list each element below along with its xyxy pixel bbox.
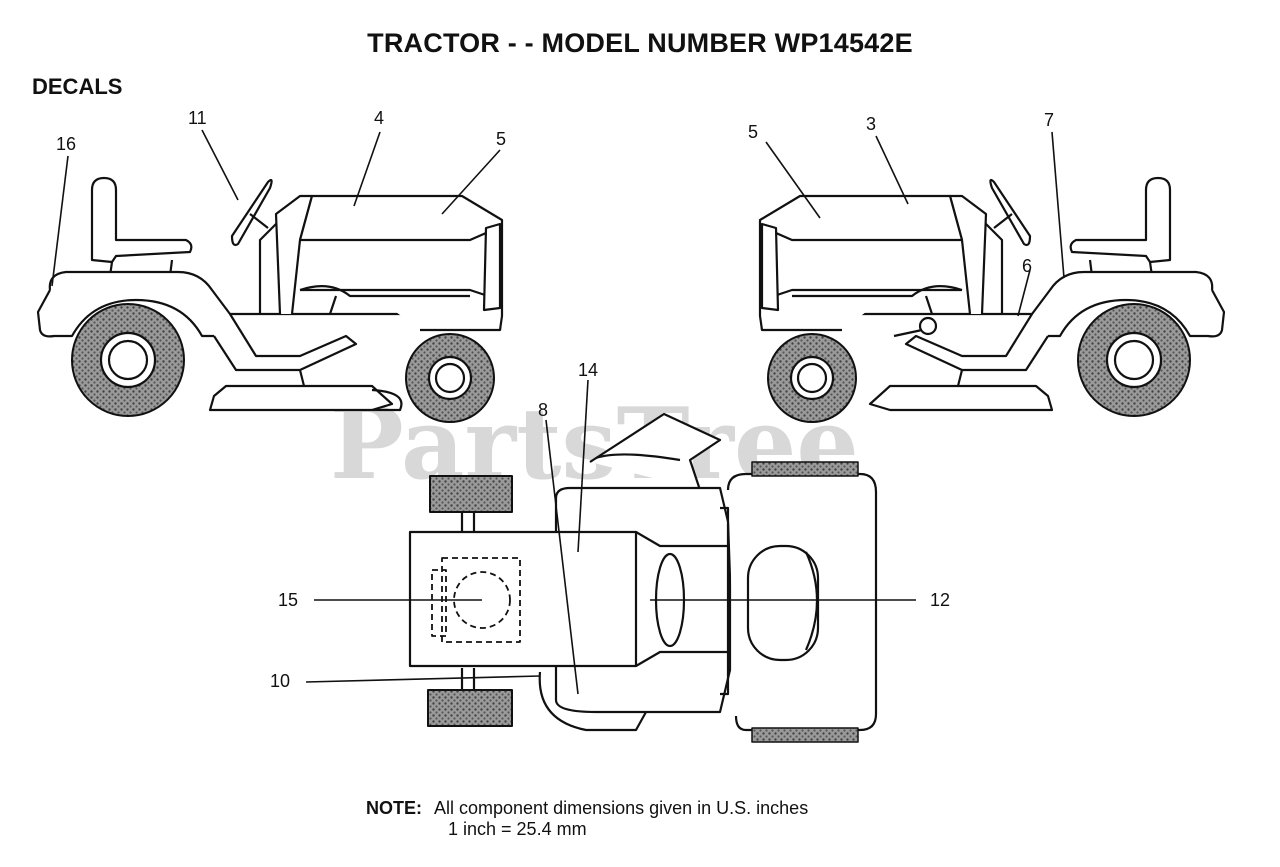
callout-leaders	[51, 129, 1065, 695]
dimension-note: NOTE: All component dimensions given in U…	[366, 798, 808, 840]
callout-7: 7	[1044, 110, 1054, 130]
callout-4: 4	[374, 108, 384, 128]
leader-11	[201, 129, 239, 201]
leader-5-right	[765, 141, 821, 219]
tractor-top-view	[408, 412, 878, 743]
leader-4	[353, 131, 381, 207]
callout-11: 11	[188, 108, 207, 128]
callout-14: 14	[578, 360, 598, 380]
page-title: TRACTOR - - MODEL NUMBER WP14542E	[367, 28, 913, 58]
callout-3: 3	[866, 114, 876, 134]
callout-6: 6	[1022, 256, 1032, 276]
note-line-2: 1 inch = 25.4 mm	[448, 819, 587, 839]
section-heading: DECALS	[32, 74, 123, 99]
rear-tire-top	[429, 475, 513, 513]
callout-15: 15	[278, 590, 298, 610]
leader-14	[577, 379, 589, 553]
callout-12: 12	[930, 590, 950, 610]
leader-16	[51, 155, 69, 287]
rear-tire-bottom	[427, 689, 513, 727]
callout-16: 16	[56, 134, 76, 154]
leader-6	[1017, 269, 1031, 317]
tractor-right-side-view	[758, 176, 1226, 423]
leader-5-left	[441, 149, 501, 215]
callout-5-right: 5	[748, 122, 758, 142]
leader-3	[875, 135, 909, 205]
tractor-left-side-view	[36, 176, 504, 423]
leader-7	[1051, 131, 1065, 279]
leader-8	[545, 419, 579, 695]
callout-8: 8	[538, 400, 548, 420]
note-label: NOTE:	[366, 798, 422, 818]
callout-10: 10	[270, 671, 290, 691]
callout-5-left: 5	[496, 129, 506, 149]
note-line-1: All component dimensions given in U.S. i…	[434, 798, 809, 818]
leader-10	[305, 675, 541, 683]
